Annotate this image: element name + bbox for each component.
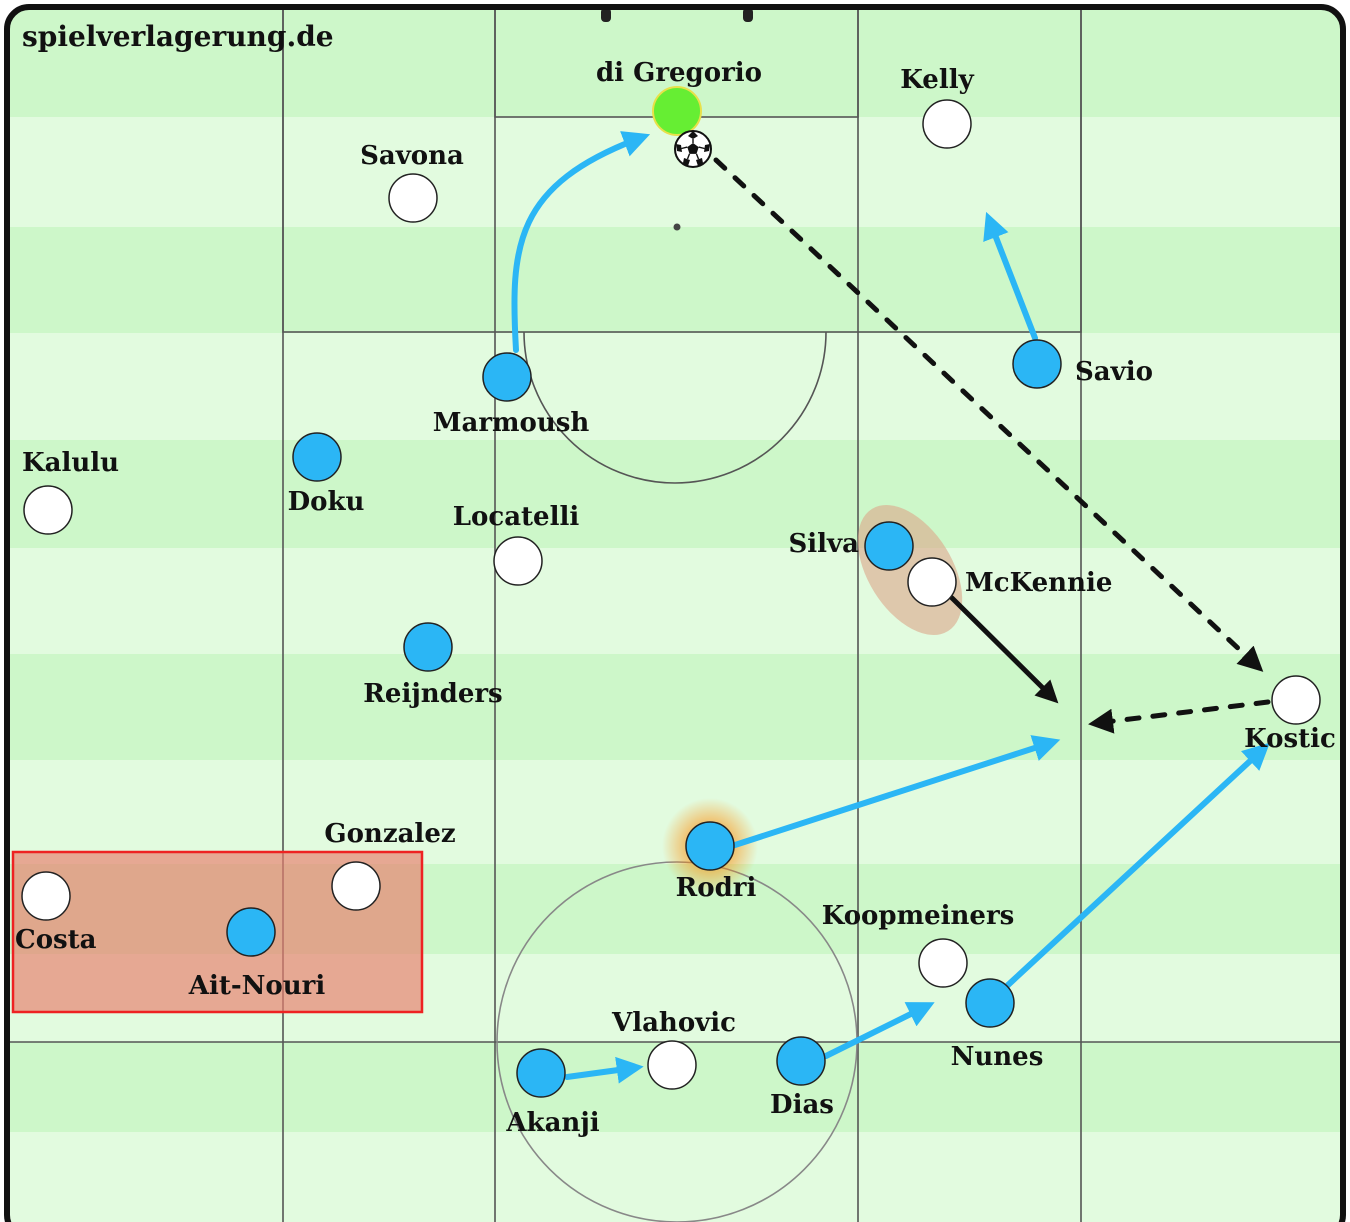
label-nunes: Nunes <box>951 1042 1044 1072</box>
player-doku <box>292 432 342 482</box>
player-kalulu <box>23 485 73 535</box>
label-savona: Savona <box>360 141 464 171</box>
arrow-dias-pass <box>823 1002 935 1059</box>
pitch-frame <box>4 4 1346 1222</box>
label-di-gregorio: di Gregorio <box>596 58 762 88</box>
arrow-rodri-run <box>732 735 1061 848</box>
label-koopmeiners: Koopmeiners <box>822 901 1015 931</box>
label-akanji: Akanji <box>505 1108 599 1138</box>
player-savio <box>1012 339 1062 389</box>
label-dias: Dias <box>770 1090 834 1120</box>
player-kostic <box>1271 675 1321 725</box>
label-rodri: Rodri <box>676 873 757 903</box>
player-mckennie <box>907 557 957 607</box>
label-doku: Doku <box>288 487 365 517</box>
player-ait-nouri <box>226 907 276 957</box>
label-savio: Savio <box>1075 357 1153 387</box>
arrow-mckennie-run <box>949 595 1059 704</box>
players <box>21 86 1321 1098</box>
arrow-kostic-dashed <box>1088 699 1271 734</box>
player-marmoush <box>482 352 532 402</box>
arrow-ball-pass-dashed <box>713 157 1264 672</box>
label-mckennie: McKennie <box>965 568 1112 598</box>
label-locatelli: Locatelli <box>453 502 580 532</box>
label-marmoush: Marmoush <box>433 408 590 438</box>
soccer-ball-icon <box>674 130 712 168</box>
player-silva <box>864 521 914 571</box>
label-silva: Silva <box>789 529 860 559</box>
player-nunes <box>965 978 1015 1028</box>
player-di-gregorio <box>652 86 702 136</box>
player-dias <box>776 1036 826 1086</box>
player-reijnders <box>403 622 453 672</box>
player-koopmeiners <box>918 938 968 988</box>
penalty-area <box>282 7 1082 333</box>
goal-posts <box>601 8 753 22</box>
player-vlahovic <box>647 1040 697 1090</box>
watermark: spielverlagerung.de <box>22 20 334 53</box>
arrow-marmoush-run <box>511 131 651 353</box>
arrow-savio-run <box>983 211 1038 341</box>
movement-arrows <box>511 131 1271 1084</box>
label-kalulu: Kalulu <box>22 448 119 478</box>
player-savona <box>388 173 438 223</box>
arrow-nunes-run <box>1005 742 1270 988</box>
player-gonzalez <box>331 861 381 911</box>
label-vlahovic: Vlahovic <box>611 1008 736 1038</box>
player-kelly <box>922 99 972 149</box>
label-ait-nouri: Ait-Nouri <box>188 971 326 1001</box>
label-kostic: Kostic <box>1244 724 1336 754</box>
label-kelly: Kelly <box>900 65 974 95</box>
penalty-arc <box>523 331 827 484</box>
label-costa: Costa <box>15 925 97 955</box>
label-reijnders: Reijnders <box>363 679 502 709</box>
player-akanji <box>516 1048 566 1098</box>
arrow-akanji-pass <box>564 1056 644 1084</box>
player-rodri <box>685 821 735 871</box>
player-locatelli <box>493 536 543 586</box>
player-labels: di Gregorio Kelly Savona Marmoush Savio … <box>15 58 1336 1138</box>
penalty-spot <box>673 223 681 231</box>
player-costa <box>21 871 71 921</box>
label-gonzalez: Gonzalez <box>324 819 455 849</box>
